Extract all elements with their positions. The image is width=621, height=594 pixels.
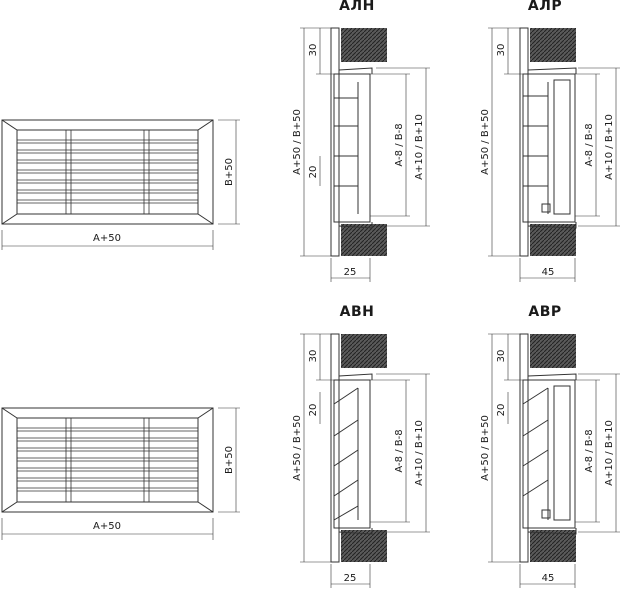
dim-outer: A+10 / B+10 (604, 420, 615, 486)
dim-total: A+50 / B+50 (292, 415, 303, 481)
section-alr-title: АЛР (528, 0, 562, 14)
louver-slats (17, 129, 198, 215)
dim-outer: A+10 / B+10 (414, 420, 425, 486)
front-view-top (1, 119, 240, 250)
dim-top-offset: 30 (496, 44, 507, 57)
front-bottom-width-label: A+50 (93, 521, 121, 532)
dim-depth: 45 (542, 267, 555, 278)
dim-outer: A+10 / B+10 (414, 114, 425, 180)
wall-bottom-block (530, 530, 576, 562)
dim-inner: A-8 / B-8 (584, 123, 595, 166)
front-view-bottom (1, 407, 240, 540)
dim-inner: A-8 / B-8 (394, 429, 405, 472)
wall-top-block (341, 334, 387, 368)
dim-mid: 20 (308, 404, 319, 417)
section-alr: АЛР A+50 / B+50 (480, 0, 620, 282)
dim-depth: 25 (344, 573, 357, 584)
dim-depth: 45 (542, 573, 555, 584)
wall-top-block (530, 334, 576, 368)
wall-bottom-block (341, 530, 387, 562)
section-avn-title: АВН (340, 304, 375, 320)
wall-bottom-block (530, 224, 576, 256)
wall-top-block (530, 28, 576, 62)
section-aln-title: АЛН (339, 0, 375, 14)
dim-inner: A-8 / B-8 (394, 123, 405, 166)
dim-mid: 20 (496, 404, 507, 417)
section-avn: АВН A+50 / B+50 (292, 304, 430, 588)
front-bottom-height-label: B+50 (224, 446, 235, 474)
front-top-width-label: A+50 (93, 233, 121, 244)
louver-slats (17, 417, 198, 503)
dim-total: A+50 / B+50 (480, 415, 491, 481)
dim-total: A+50 / B+50 (292, 109, 303, 175)
front-top-height-label: B+50 (224, 158, 235, 186)
dim-outer: A+10 / B+10 (604, 114, 615, 180)
dim-mid: 20 (308, 166, 319, 179)
dim-top-offset: 30 (308, 44, 319, 57)
dim-top-offset: 30 (496, 350, 507, 363)
dim-depth: 25 (344, 267, 357, 278)
dim-inner: A-8 / B-8 (584, 429, 595, 472)
section-avr-title: АВР (528, 304, 561, 320)
wall-bottom-block (341, 224, 387, 256)
section-aln: АЛН A+50 / B+50 30 (292, 0, 430, 282)
dim-top-offset: 30 (308, 350, 319, 363)
dim-total: A+50 / B+50 (480, 109, 491, 175)
wall-top-block (341, 28, 387, 62)
section-avr: АВР A+50 (480, 304, 620, 588)
